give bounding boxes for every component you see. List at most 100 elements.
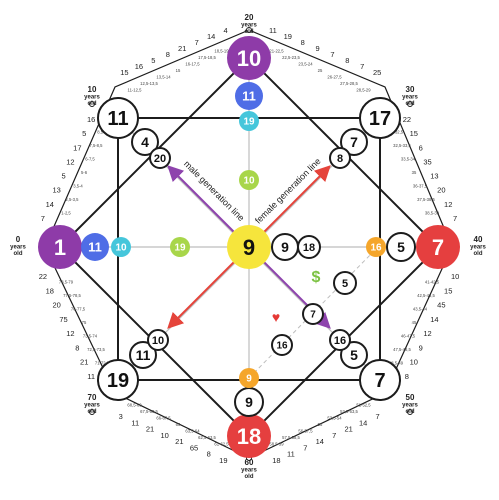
node-bl-big: 19 [97, 359, 139, 401]
node-br-3: 16 [329, 329, 351, 351]
edge-number-right-lower: 8 [405, 372, 409, 381]
edge-number-left-lower: 18 [46, 286, 54, 295]
small-age-q3: 27,5-28,5 [340, 81, 358, 86]
small-age-q1: 6-7,5 [85, 157, 95, 162]
edge-number-left-upper: 12 [66, 157, 74, 166]
node-bottom-2: 9 [234, 387, 264, 417]
small-age-q7: 61-62,5 [214, 442, 229, 447]
edge-number-top-right: 11 [269, 26, 277, 35]
node-circle [302, 303, 324, 325]
node-circle [235, 82, 263, 110]
small-age-q2: 15 [176, 68, 181, 73]
edge-number-right-upper: 20 [437, 186, 445, 195]
age-label-part: 60 [245, 458, 254, 467]
node-value: 10 [243, 176, 255, 187]
small-age-q1: 2,5-3,5 [65, 197, 79, 202]
node-circle [147, 329, 169, 351]
edge-number-top-left: 16 [135, 62, 143, 71]
node-value: 11 [242, 89, 256, 104]
node-circle [359, 359, 401, 401]
edge-number-right-upper: 7 [453, 214, 457, 223]
edge-number-bottom-right: 14 [359, 418, 367, 427]
edge-number-top-left: 15 [120, 68, 128, 77]
node-right-3: 16 [366, 237, 386, 257]
edge-number-left-lower: 8 [75, 343, 79, 352]
node-value: 16 [276, 341, 288, 352]
edge-number-left-lower: 21 [80, 358, 88, 367]
edge-number-left-upper: 16 [87, 115, 95, 124]
node-circle [227, 225, 271, 269]
edge-number-top-right: 9 [315, 44, 319, 53]
edge-number-top-left: 4 [223, 26, 227, 35]
node-value: 18 [303, 242, 315, 254]
node-value: 9 [246, 374, 252, 385]
edge-number-right-upper: 35 [423, 157, 431, 166]
small-age-q3: 22,5-23,5 [282, 55, 300, 60]
small-age-q2: 18,5-19 [214, 49, 229, 54]
node-top-big: 10 [227, 36, 271, 80]
age-label-part: 0 [16, 235, 21, 244]
edge-number-right-lower: 10 [451, 272, 459, 281]
node-circle [329, 329, 351, 351]
edge-number-left-upper: 7 [41, 214, 45, 223]
small-age-q3: 26-27,5 [327, 75, 342, 80]
age-point-top_right [407, 101, 413, 107]
edge-number-left-upper: 14 [46, 200, 54, 209]
small-age-q6: 51-52,5 [356, 403, 371, 408]
node-circle [239, 170, 259, 190]
age-label-part: years [402, 403, 418, 409]
node-bottom-3: 9 [239, 368, 259, 388]
node-center: 9 [227, 225, 271, 269]
small-age-q8: 71-72,5 [95, 361, 110, 366]
age-label-part: old [406, 101, 415, 107]
edge-number-top-left: 5 [151, 56, 155, 65]
node-value: 10 [237, 46, 261, 71]
age-label-part: old [245, 29, 254, 35]
node-value: 1 [54, 235, 66, 260]
age-label-part: 20 [245, 13, 254, 22]
node-right-2: 5 [386, 232, 416, 262]
small-age-q6: 56-57,5 [298, 429, 313, 434]
edge-number-top-left: 7 [195, 38, 199, 47]
age-label-part: years [84, 403, 100, 409]
edge-number-top-right: 8 [345, 56, 349, 65]
node-circle [386, 232, 416, 262]
node-value: 19 [243, 117, 255, 128]
small-age-q6: 52,5-53,5 [340, 409, 358, 414]
node-value: 16 [370, 243, 382, 254]
small-age-q1: 7,5-8,5 [89, 143, 103, 148]
small-age-q6: 55 [318, 422, 323, 427]
dollar-icon: $ [312, 269, 321, 286]
node-br-2: 5 [340, 341, 368, 369]
small-age-q3: 21-22,5 [269, 49, 284, 54]
small-age-q8: 72,5-73,5 [87, 347, 105, 352]
node-circle [359, 97, 401, 139]
edge-number-left-upper: 5 [82, 129, 86, 138]
node-left-4: 19 [170, 237, 190, 257]
node-value: 16 [334, 335, 346, 347]
node-left-2: 11 [81, 233, 109, 261]
node-value: 4 [141, 134, 149, 150]
small-age-q8: 78,5-79 [59, 280, 74, 285]
age-label-part: old [88, 409, 97, 415]
small-age-q8: 73,5-74 [83, 334, 98, 339]
node-top-2: 11 [235, 82, 263, 110]
edge-number-right-upper: 13 [430, 172, 438, 181]
node-circle [333, 271, 357, 295]
age-label-part: old [474, 251, 483, 257]
node-circle [97, 359, 139, 401]
node-circle [329, 147, 351, 169]
node-circle [170, 237, 190, 257]
node-value: 20 [154, 153, 166, 165]
edge-number-left-lower: 12 [66, 329, 74, 338]
node-money-7: 7 [302, 303, 324, 325]
edge-number-top-left: 21 [178, 44, 186, 53]
node-left-3: 10 [111, 237, 131, 257]
node-circle [227, 36, 271, 80]
node-circle [340, 341, 368, 369]
age-label-part: years [470, 245, 486, 251]
small-age-q3: 28,5-29 [356, 88, 371, 93]
